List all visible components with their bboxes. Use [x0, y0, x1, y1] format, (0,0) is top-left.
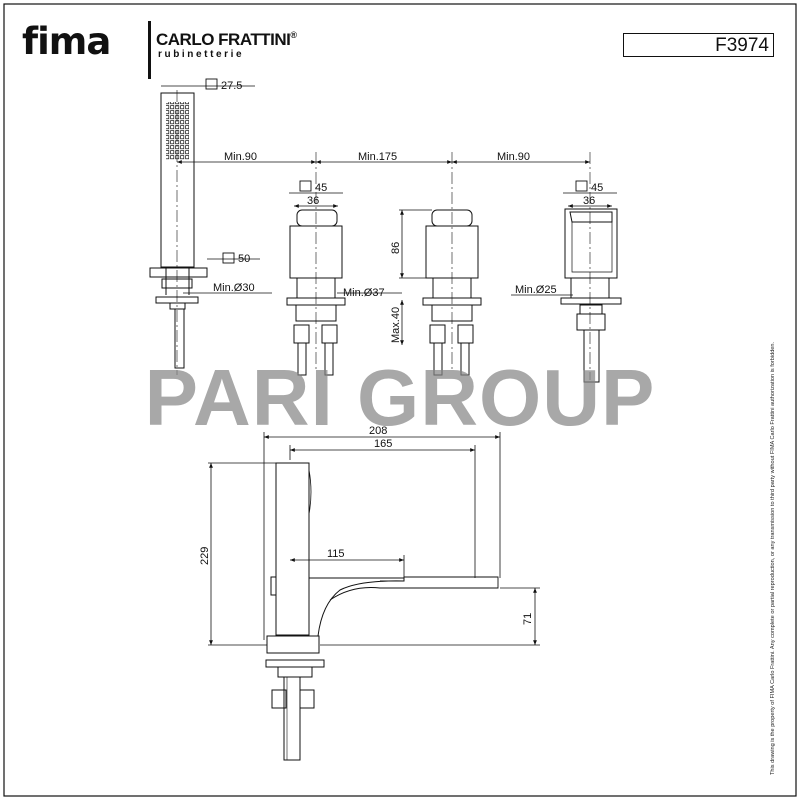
- dim-spacing-left: Min.90: [224, 151, 257, 163]
- dim-deck-max: Max.40: [390, 307, 402, 343]
- handshower-view: [149, 85, 272, 375]
- dim-spout-hole: Min.Ø25: [515, 284, 557, 296]
- dim-spout-width: 36: [583, 195, 595, 207]
- logo-divider: [148, 21, 151, 79]
- dim-spout-height: 71: [522, 613, 534, 625]
- square-symbol-handshower: [205, 78, 218, 90]
- dim-left-valve-square: 45: [315, 182, 327, 194]
- copyright-note: This drawing is the property of FIMA Car…: [770, 341, 776, 775]
- dim-center-valve-height: 86: [390, 242, 402, 254]
- handshower-body: [160, 92, 195, 268]
- dim-left-valve-hole: Min.Ø37: [343, 287, 385, 299]
- side-elevation-view: [208, 432, 540, 761]
- brand-name: CARLO FRATTINI®: [156, 30, 297, 50]
- center-valve-view: [399, 152, 482, 376]
- side-spout-body: [308, 577, 405, 637]
- side-handshower-body: [275, 462, 310, 636]
- dim-holder-square: 50: [238, 253, 250, 265]
- dim-handshower-square: 27.5: [221, 80, 242, 92]
- dim-spacing-right: Min.90: [497, 151, 530, 163]
- dim-left-valve-width: 36: [307, 195, 319, 207]
- drawing-frame: [3, 3, 797, 797]
- spout-top-view: [511, 152, 622, 383]
- square-symbol-spout: [575, 180, 588, 192]
- dim-holder-hole: Min.Ø30: [213, 282, 255, 294]
- watermark: PARI GROUP: [144, 353, 656, 442]
- registered-mark: ®: [290, 30, 297, 40]
- dim-spout-square: 45: [591, 182, 603, 194]
- dim-spout-length: 165: [374, 438, 392, 450]
- product-code: F3974: [715, 35, 769, 56]
- product-code-box: F3974: [623, 33, 774, 57]
- brand-subtitle: rubinetterie: [158, 49, 245, 60]
- square-symbol-left-valve: [299, 180, 312, 192]
- square-symbol-holder: [222, 252, 235, 264]
- left-valve-view: [286, 152, 402, 376]
- dim-total-height: 229: [199, 547, 211, 565]
- brand-name-text: CARLO FRATTINI: [156, 30, 291, 49]
- dim-spacing-center: Min.175: [358, 151, 397, 163]
- fima-logo: fima: [22, 20, 111, 63]
- handshower-holder: [149, 267, 208, 278]
- handshower-nozzles: [166, 102, 189, 160]
- dim-total-length: 208: [369, 425, 387, 437]
- dim-valve-offset: 115: [327, 548, 345, 560]
